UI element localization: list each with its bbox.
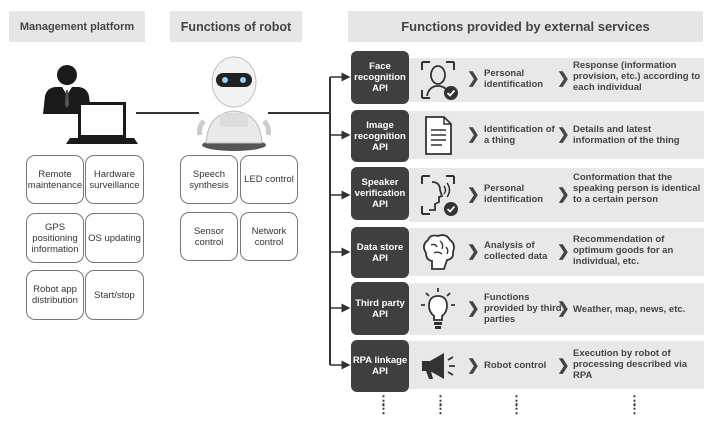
result-text-datastore: Recommendation of optimum goods for an i… <box>573 234 674 267</box>
api-rpa-linkage: RPA linkage API <box>351 340 409 392</box>
chevron-right-icon: ❯ <box>557 186 570 203</box>
row-bg-rpa <box>409 341 704 389</box>
middle-text-face: Personal identification <box>484 68 544 90</box>
continuation-dots: ⋮⋮ <box>434 393 447 416</box>
document-icon <box>425 116 452 155</box>
api-face-recognition: Face recognition API <box>351 51 409 104</box>
connector-mgmt-robot <box>136 112 199 114</box>
header-external-services: Functions provided by external services <box>348 11 703 42</box>
row-bg-thirdparty <box>409 283 704 335</box>
result-text-rpa: Execution by robot of processing describ… <box>573 348 688 381</box>
api-third-party: Third party API <box>351 282 409 335</box>
chevron-right-icon: ❯ <box>557 243 570 260</box>
continuation-dots: ⋮⋮ <box>510 393 523 416</box>
row-bg-face <box>409 58 704 102</box>
robot-icon <box>197 56 271 151</box>
box-led-control: LED control <box>240 155 298 204</box>
header-management-platform: Management platform <box>9 11 145 42</box>
result-text-speaker: Conformation that the speaking person is… <box>573 172 701 205</box>
lightbulb-icon <box>421 288 455 329</box>
box-speech-synthesis: Speech synthesis <box>180 155 238 204</box>
megaphone-icon <box>422 353 455 379</box>
chevron-right-icon: ❯ <box>557 357 570 374</box>
box-os-updating: OS updating <box>85 213 144 263</box>
middle-text-speaker: Personal identification <box>484 183 544 205</box>
continuation-dots: ⋮⋮ <box>377 393 390 416</box>
result-text-face: Response (information provision, etc.) a… <box>573 60 701 93</box>
middle-text-image: Identification of a thing <box>484 124 555 146</box>
vertical-bus <box>329 77 331 365</box>
chevron-right-icon: ❯ <box>467 70 480 87</box>
box-gps-positioning: GPS positioning information <box>26 213 84 263</box>
row-bg-image <box>409 111 704 159</box>
row-bg-datastore <box>409 228 704 276</box>
chevron-right-icon: ❯ <box>467 357 480 374</box>
row-bg-speaker <box>409 168 704 222</box>
middle-text-rpa: Robot control <box>484 360 547 371</box>
chevron-right-icon: ❯ <box>557 126 570 143</box>
chevron-right-icon: ❯ <box>467 243 480 260</box>
continuation-dots: ⋮⋮ <box>628 393 641 416</box>
box-start-stop: Start/stop <box>85 270 144 320</box>
chevron-right-icon: ❯ <box>467 186 480 203</box>
box-remote-maintenance: Remote maintenance <box>26 155 84 204</box>
voice-id-icon <box>421 175 458 216</box>
chevron-right-icon: ❯ <box>467 126 480 143</box>
bus-arrows <box>330 72 351 370</box>
box-sensor-control: Sensor control <box>180 212 238 261</box>
chevron-right-icon: ❯ <box>557 300 570 317</box>
middle-text-thirdparty: Functions provided by third parties <box>484 292 562 325</box>
box-hardware-surveillance: Hardware surveillance <box>85 155 144 204</box>
box-network-control: Network control <box>240 212 298 261</box>
connector-robot-bus <box>268 112 330 114</box>
administrator-laptop-icon <box>43 65 138 144</box>
api-data-store: Data store API <box>351 227 409 278</box>
face-id-icon <box>421 61 458 100</box>
result-text-image: Details and latest information of the th… <box>573 124 680 146</box>
result-text-thirdparty: Weather, map, news, etc. <box>573 304 686 315</box>
chevron-right-icon: ❯ <box>557 70 570 87</box>
api-speaker-verification: Speaker verification API <box>351 167 409 220</box>
chevron-right-icon: ❯ <box>467 300 480 317</box>
header-functions-of-robot: Functions of robot <box>170 11 302 42</box>
box-robot-app-distribution: Robot app distribution <box>26 270 84 320</box>
middle-text-datastore: Analysis of collected data <box>484 240 548 262</box>
api-image-recognition: Image recognition API <box>351 110 409 162</box>
brain-icon <box>423 234 455 270</box>
